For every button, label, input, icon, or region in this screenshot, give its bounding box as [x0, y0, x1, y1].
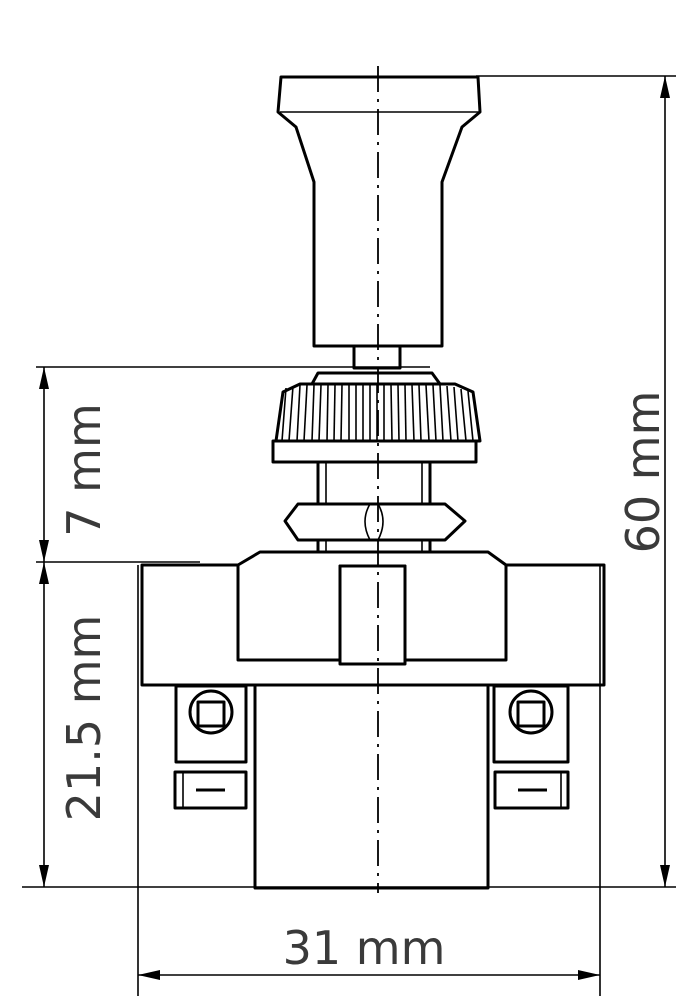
dimension-7mm: 7 mm: [39, 367, 111, 562]
dimension-label-21-5mm: 21.5 mm: [57, 615, 111, 822]
dimension-21-5mm: 21.5 mm: [39, 562, 111, 887]
extension-lines: [22, 75, 676, 996]
dimension-label-60mm: 60 mm: [616, 391, 670, 554]
left-terminal: [173, 684, 248, 810]
right-terminal: [492, 684, 570, 810]
hex-nut: [283, 502, 467, 542]
knurled-nut: [271, 371, 482, 464]
switch-body: [140, 550, 606, 890]
dimension-60mm: 60 mm: [616, 76, 670, 887]
plunger-shaft: [352, 344, 402, 370]
dimension-label-7mm: 7 mm: [57, 403, 111, 537]
knurl-texture: [281, 384, 474, 442]
pull-knob: [276, 75, 482, 348]
dimension-label-31mm: 31 mm: [283, 921, 446, 975]
dimension-31mm: 31 mm: [138, 921, 600, 980]
